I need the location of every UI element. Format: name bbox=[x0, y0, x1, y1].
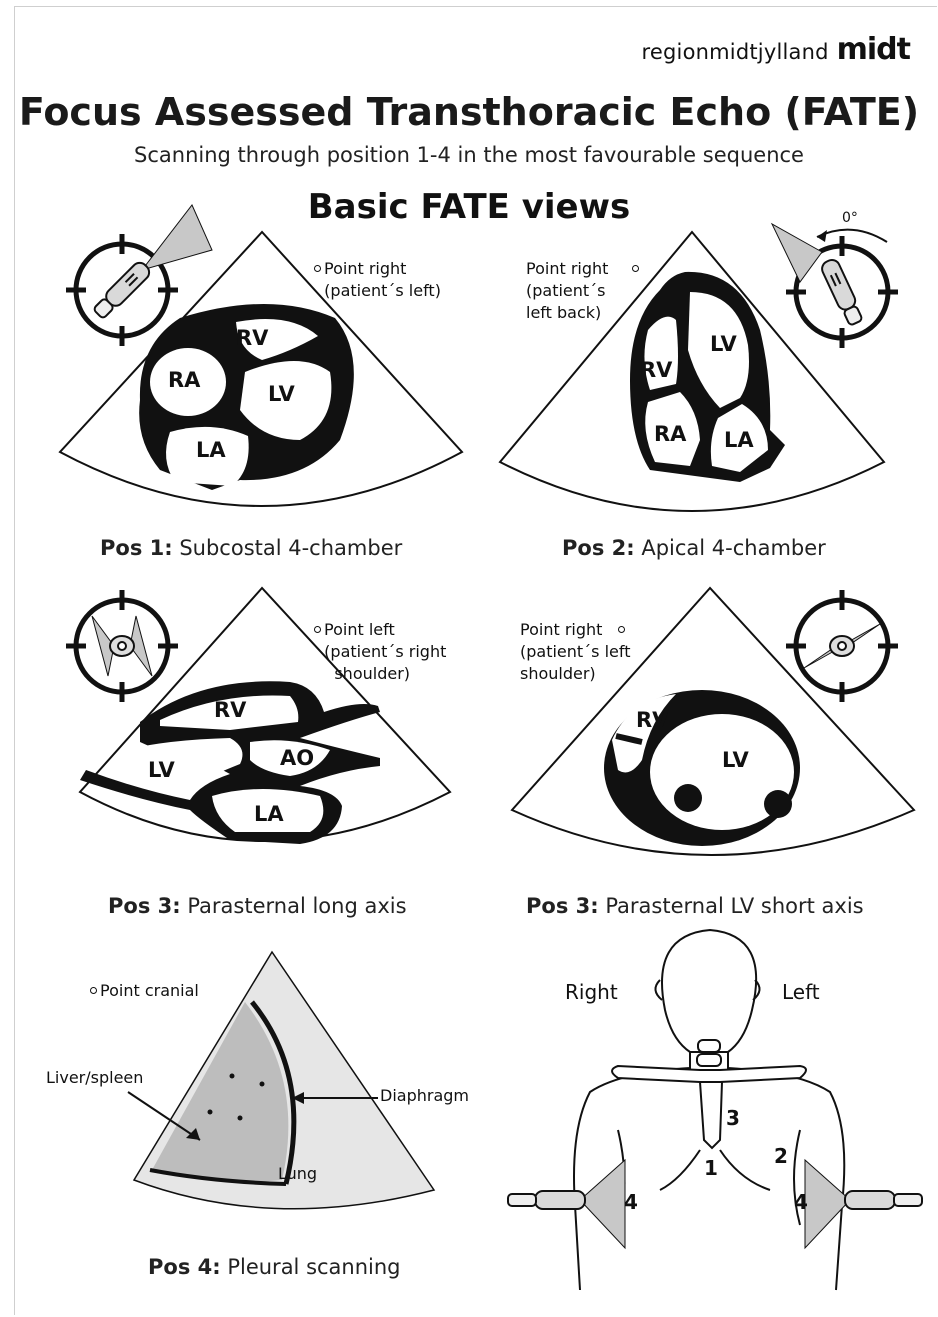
body-probe-right bbox=[508, 1160, 625, 1248]
pos3-long-orientation-note: Point left (patient´s right shoulder) bbox=[314, 619, 446, 685]
pos3-short-caption: Pos 3: Parasternal LV short axis bbox=[526, 894, 864, 918]
pos1-view bbox=[60, 205, 462, 506]
body-pos-3: 3 bbox=[726, 1106, 740, 1130]
pos3-short-axis-heart bbox=[604, 690, 800, 846]
body-right-label: Right bbox=[565, 980, 618, 1004]
pos3l-chamber-lv: LV bbox=[148, 758, 175, 782]
pos3l-chamber-la: LA bbox=[254, 802, 284, 826]
body-pos-1: 1 bbox=[704, 1156, 718, 1180]
pos2-caption: Pos 2: Apical 4-chamber bbox=[562, 536, 826, 560]
pos1-orientation-note: Point right (patient´s left) bbox=[314, 258, 441, 302]
pos3-short-orientation-note: Point right (patient´s left shoulder) bbox=[520, 619, 631, 685]
label-liver-spleen: Liver/spleen bbox=[46, 1068, 143, 1087]
pos2-angle-label: 0° bbox=[842, 210, 858, 226]
pos2-orientation-note: Point right (patient´s left back) bbox=[526, 258, 608, 324]
pos4-caption: Pos 4: Pleural scanning bbox=[148, 1255, 401, 1279]
body-pos-4-left: 4 bbox=[794, 1190, 808, 1214]
pos2-chamber-lv: LV bbox=[710, 332, 737, 356]
pos3-short-probe-dial bbox=[786, 590, 898, 702]
body-left-label: Left bbox=[782, 980, 820, 1004]
pos3-probe-dial bbox=[66, 590, 178, 702]
body-pos-2: 2 bbox=[774, 1144, 788, 1168]
pos1-chamber-lv: LV bbox=[268, 382, 295, 406]
pos2-chamber-rv: RV bbox=[640, 358, 672, 382]
pos1-chamber-la: LA bbox=[196, 438, 226, 462]
body-pos-4-right: 4 bbox=[624, 1190, 638, 1214]
pos1-chamber-rv: RV bbox=[236, 326, 268, 350]
pos3l-chamber-rv: RV bbox=[214, 698, 246, 722]
pos3l-chamber-ao: AO bbox=[280, 746, 314, 770]
pos3-long-caption: Pos 3: Parasternal long axis bbox=[108, 894, 407, 918]
label-lung: Lung bbox=[278, 1164, 317, 1183]
pos2-chamber-la: LA bbox=[724, 428, 754, 452]
label-diaphragm: Diaphragm bbox=[380, 1086, 469, 1105]
body-probe-left bbox=[805, 1160, 922, 1248]
pos2-probe-dial bbox=[772, 224, 898, 348]
pos3s-chamber-lv: LV bbox=[722, 748, 749, 772]
pos3s-chamber-rv: RV bbox=[636, 708, 668, 732]
pos2-chamber-ra: RA bbox=[654, 422, 686, 446]
pos1-caption: Pos 1: Subcostal 4-chamber bbox=[100, 536, 402, 560]
pos1-chamber-ra: RA bbox=[168, 368, 200, 392]
pos4-orientation-note: Point cranial bbox=[90, 980, 199, 1002]
